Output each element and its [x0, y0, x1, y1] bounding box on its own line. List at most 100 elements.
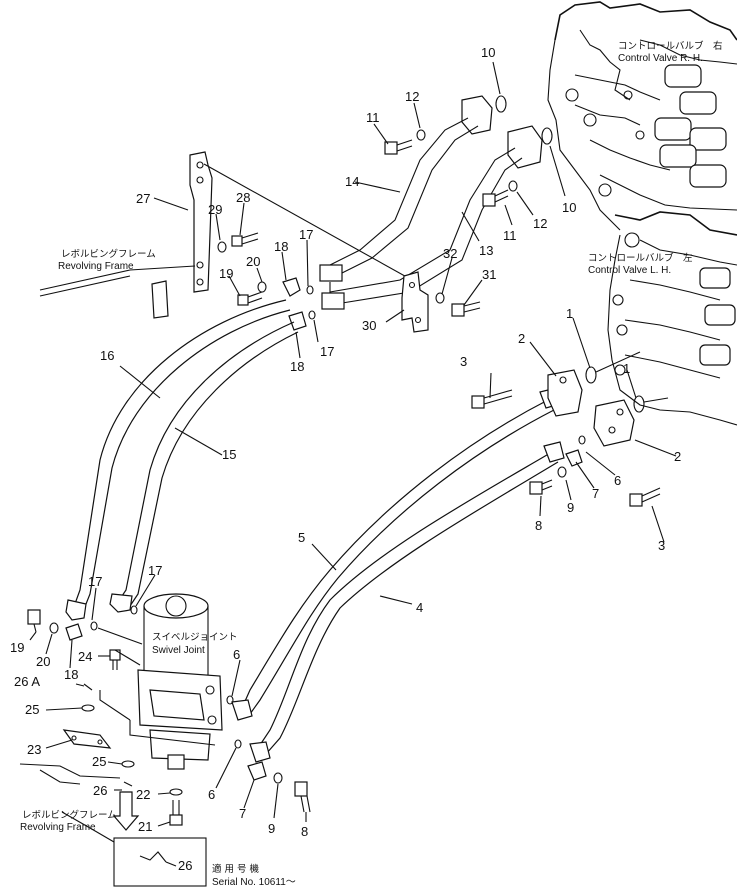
- inset-box: [113, 837, 207, 887]
- washer-20: [257, 281, 267, 293]
- callout-1: 1: [566, 306, 573, 321]
- elbow-18: [65, 623, 83, 641]
- callout-18: 18: [290, 359, 304, 374]
- washer-9: [557, 466, 567, 478]
- pin-26: [123, 781, 133, 787]
- callout-21: 21: [138, 819, 152, 834]
- bolt-3: [629, 487, 661, 507]
- washer-12: [416, 129, 426, 141]
- pin-26a: [83, 683, 93, 691]
- washer-20: [49, 622, 59, 634]
- callout-10: 10: [562, 200, 576, 215]
- callout-10: 10: [481, 45, 495, 60]
- plate-23: [62, 729, 112, 749]
- spool-cap: [679, 91, 717, 115]
- plate: [151, 280, 169, 319]
- callout-5: 5: [298, 530, 305, 545]
- callout-9: 9: [567, 500, 574, 515]
- callouts: 10 12 11 10 14 11 12 13 27 29 28 18 17 2…: [10, 45, 681, 873]
- washer-12: [508, 180, 518, 192]
- hose-16: [65, 299, 291, 621]
- callout-17: 17: [148, 563, 162, 578]
- callout-8: 8: [535, 518, 542, 533]
- callout-16: 16: [100, 348, 114, 363]
- bolt-11: [384, 139, 413, 155]
- callout-25: 25: [25, 702, 39, 717]
- o-ring-17: [306, 285, 314, 295]
- callout-31: 31: [482, 267, 496, 282]
- washer-22: [169, 788, 183, 796]
- swivel-joint-jp: スイベルジョイント: [152, 632, 238, 643]
- revolving-frame-bottom-jp: レボルビングフレーム: [22, 809, 117, 821]
- revolving-frame-bottom-en: Revolving Frame: [20, 822, 96, 833]
- callout-20: 20: [246, 254, 260, 269]
- serial-jp: 適 用 号 機: [212, 863, 260, 875]
- callout-18: 18: [274, 239, 288, 254]
- arrow: [112, 791, 140, 831]
- callout-6: 6: [208, 787, 215, 802]
- callout-18: 18: [64, 667, 78, 682]
- callout-17: 17: [299, 227, 313, 242]
- callout-12: 12: [533, 216, 547, 231]
- split-flange-2: [547, 369, 583, 417]
- split-flange-2: [593, 399, 635, 447]
- bracket-27: [189, 151, 213, 293]
- callout-6: 6: [614, 473, 621, 488]
- callout-12: 12: [405, 89, 419, 104]
- callout-11: 11: [366, 110, 380, 125]
- spool-cap: [659, 144, 697, 168]
- hose-end: [543, 441, 565, 463]
- o-ring-6: [234, 739, 242, 749]
- callout-19: 19: [10, 640, 24, 655]
- bolt-31: [451, 301, 481, 317]
- control-valve-lh-en: Control Valve L. H.: [588, 265, 671, 276]
- flange-14: [461, 95, 493, 135]
- callout-20: 20: [36, 654, 50, 669]
- hose-4: [257, 451, 559, 755]
- callout-11: 11: [503, 228, 517, 243]
- callout-32: 32: [443, 246, 457, 261]
- spool-cap: [689, 164, 727, 188]
- callout-17: 17: [320, 344, 334, 359]
- spool-cap: [704, 304, 736, 326]
- callout-19: 19: [219, 266, 233, 281]
- hose-end: [231, 699, 253, 721]
- hose-15: [109, 321, 299, 613]
- callout-2: 2: [518, 331, 525, 346]
- callout-14: 14: [345, 174, 359, 189]
- o-ring-10: [495, 95, 507, 113]
- bolt-19: [27, 609, 41, 633]
- leader: [203, 163, 413, 281]
- callout-26-inset: 26: [178, 858, 192, 873]
- control-valve-rh: [547, 1, 737, 231]
- swivel-joint-en: Swivel Joint: [152, 645, 205, 656]
- elbow-7: [247, 761, 267, 781]
- bolt-11: [482, 189, 509, 207]
- callout-24: 24: [78, 649, 92, 664]
- callout-2: 2: [674, 449, 681, 464]
- hose-end: [249, 741, 271, 763]
- callout-22: 22: [136, 787, 150, 802]
- elbow-18: [282, 277, 307, 331]
- control-valve-lh: [607, 211, 737, 426]
- callout-7: 7: [592, 486, 599, 501]
- callout-17: 17: [88, 574, 102, 589]
- callout-9: 9: [268, 821, 275, 836]
- bolt-28: [231, 232, 259, 247]
- o-ring-17: [90, 621, 98, 631]
- callout-15: 15: [222, 447, 236, 462]
- callout-27: 27: [136, 191, 150, 206]
- callout-28: 28: [236, 190, 250, 205]
- callout-4: 4: [416, 600, 423, 615]
- bolt-24: [109, 649, 121, 670]
- washer-25: [81, 704, 95, 712]
- control-valve-rh-en: Control Valve R. H.: [618, 53, 703, 64]
- washer-32: [435, 292, 445, 304]
- callout-1: 1: [623, 361, 630, 376]
- revolving-frame-top-jp: レボルビングフレーム: [61, 248, 156, 260]
- spool-cap: [664, 64, 702, 88]
- spool-cap: [699, 344, 731, 366]
- spool-cap: [699, 267, 731, 289]
